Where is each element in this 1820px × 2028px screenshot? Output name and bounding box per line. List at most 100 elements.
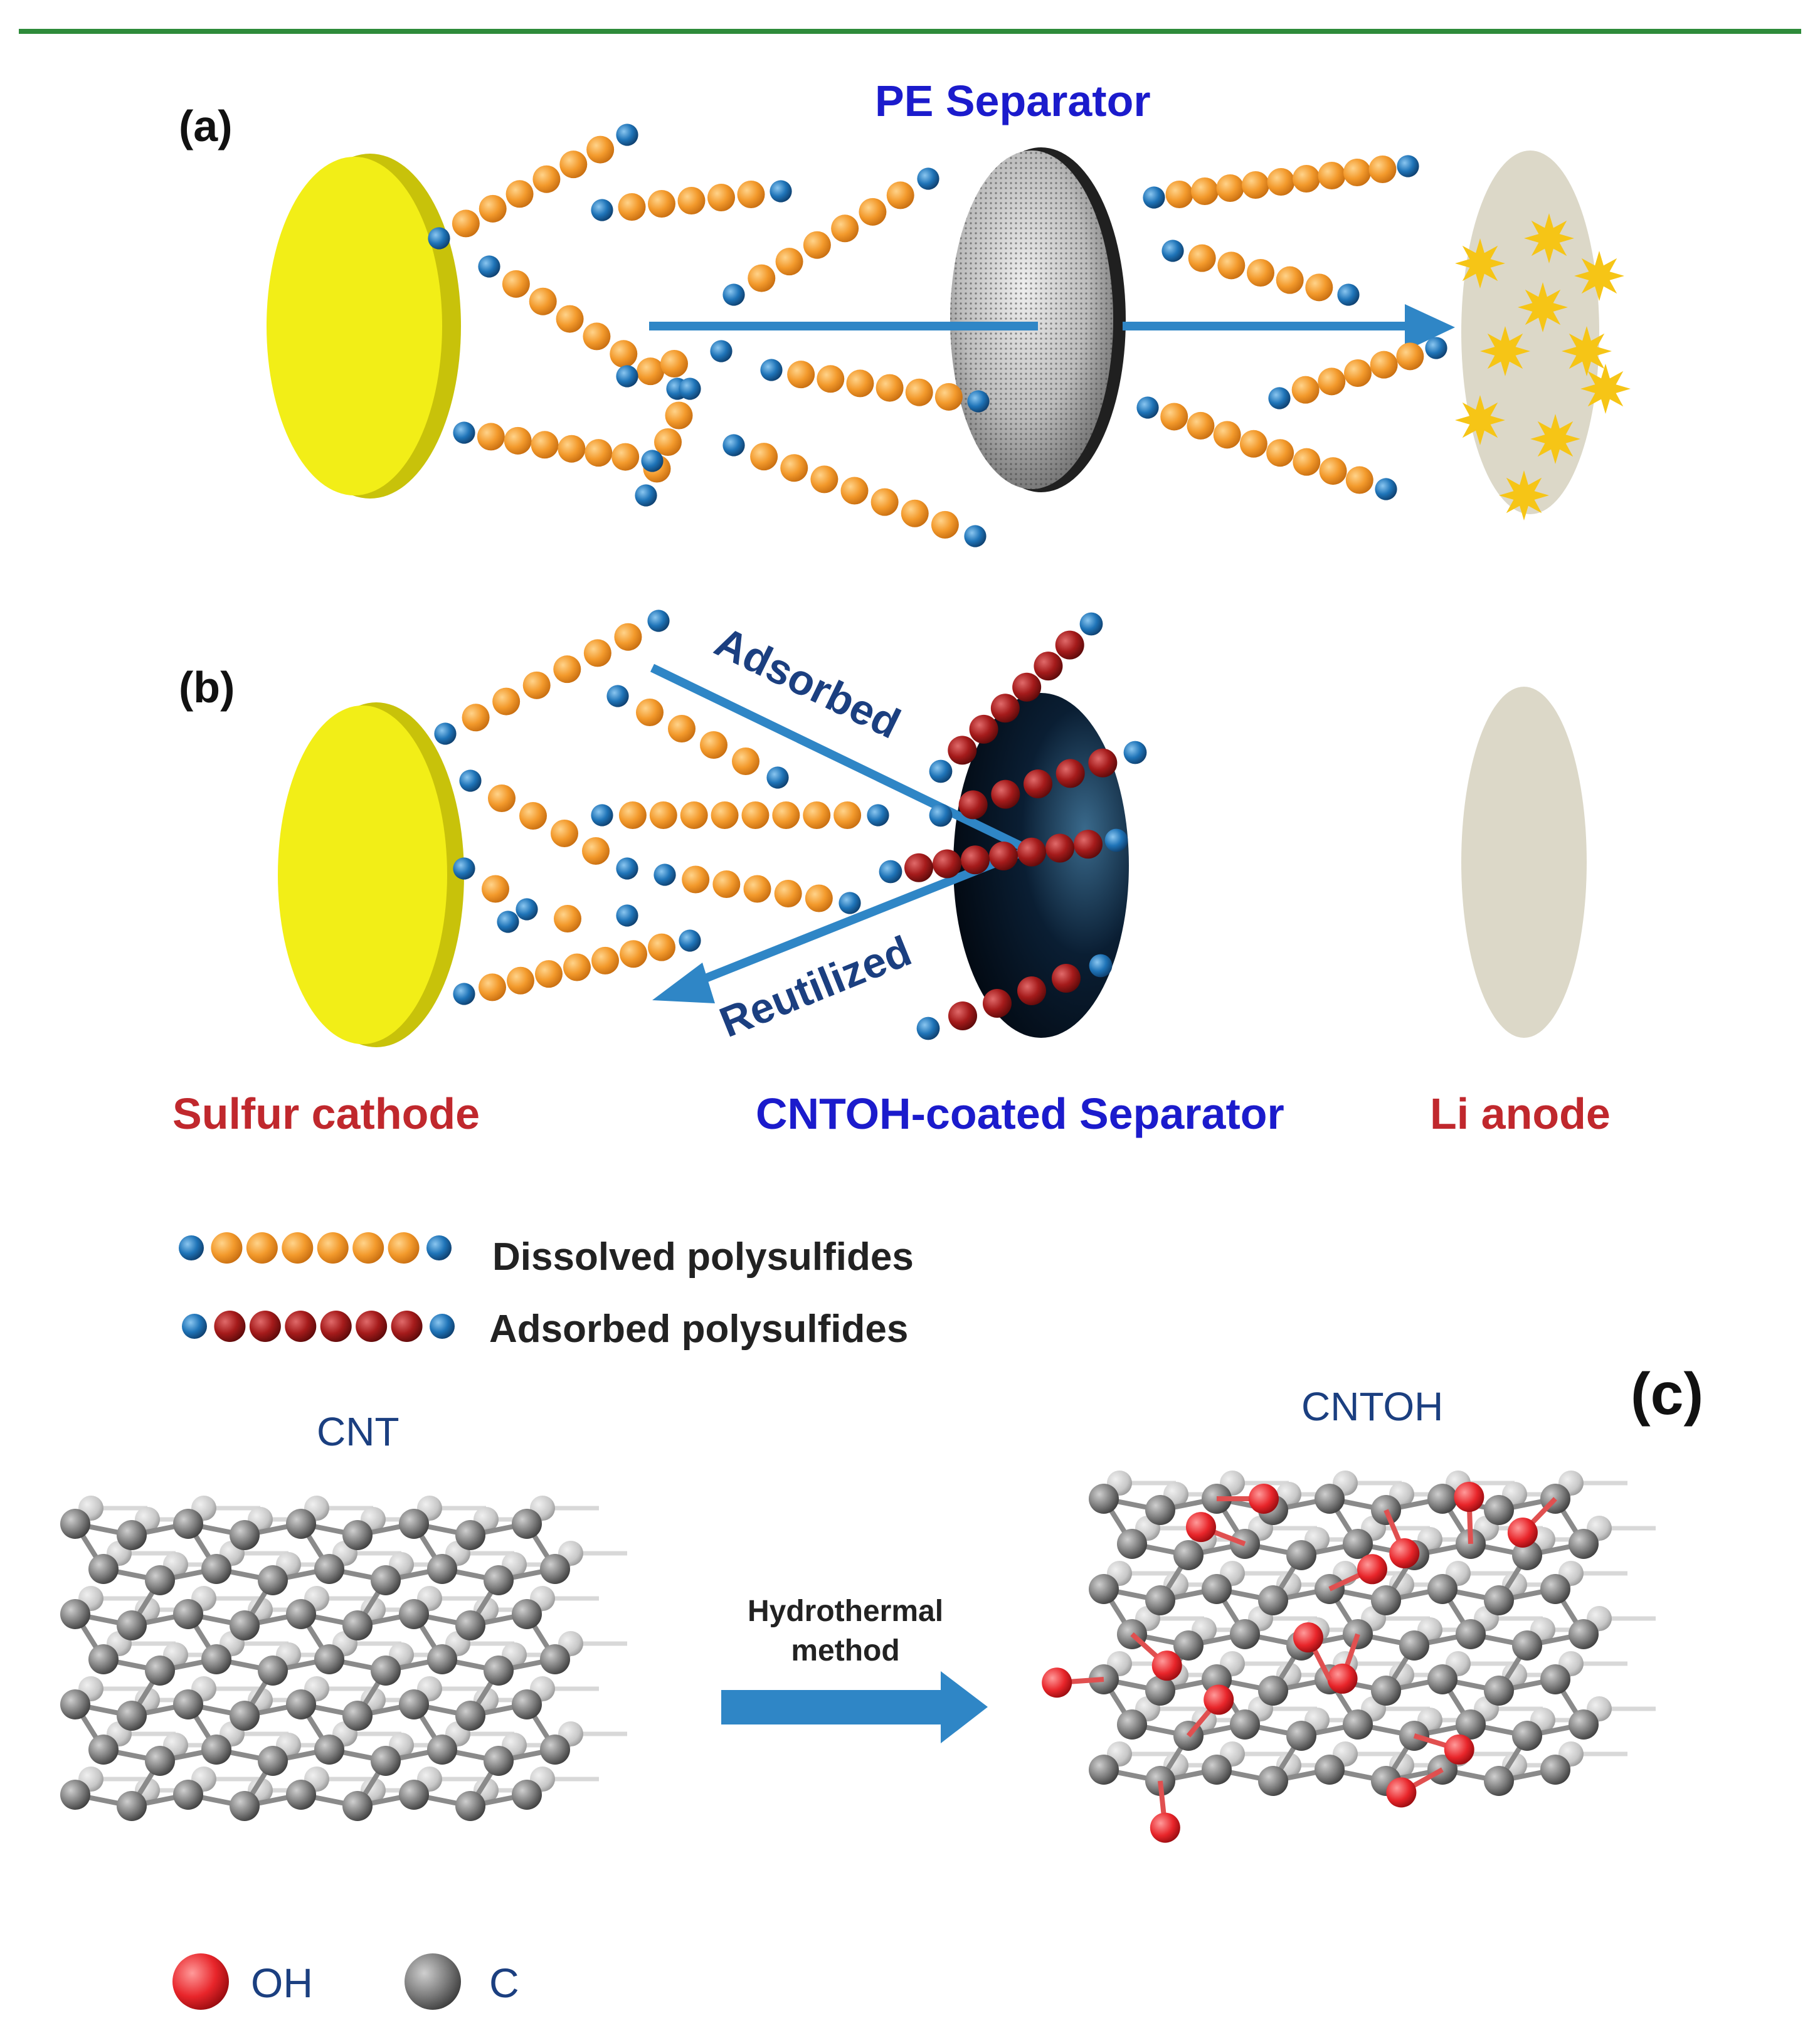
blue-end-bead	[760, 359, 783, 381]
red-bead	[249, 1311, 281, 1342]
carbon-atom	[1427, 1574, 1458, 1604]
orange-bead	[482, 875, 509, 903]
lithium-dendrite	[1499, 470, 1549, 520]
polysulfide-chains-a	[428, 124, 1447, 547]
orange-bead	[737, 181, 765, 208]
orange-bead	[246, 1232, 278, 1264]
orange-bead	[831, 214, 859, 243]
orange-bead	[1370, 351, 1398, 379]
blue-end-bead	[964, 525, 987, 547]
oh-atom	[1042, 1667, 1072, 1698]
carbon-atom	[145, 1565, 175, 1595]
sulfur-cathode-a	[267, 154, 461, 499]
orange-bead	[743, 875, 771, 903]
carbon-atom	[173, 1509, 203, 1539]
red-bead	[320, 1311, 352, 1342]
carbon-atom	[1484, 1585, 1514, 1615]
dissolved-polysulfide-chain	[428, 124, 638, 250]
red-bead	[1045, 833, 1074, 863]
blue-end-bead	[459, 769, 482, 792]
blue-end-bead	[1104, 828, 1128, 852]
blue-end-bead	[916, 1017, 940, 1040]
dissolved-polysulfide-chain	[497, 904, 638, 933]
shuttle-arrowhead	[1405, 304, 1455, 351]
orange-bead	[507, 966, 534, 995]
orange-bead	[583, 322, 611, 351]
orange-bead	[1345, 466, 1373, 494]
carbon-atom	[1343, 1709, 1373, 1740]
orange-bead	[558, 435, 586, 463]
orange-bead	[1318, 162, 1346, 189]
carbon-atom	[1427, 1664, 1458, 1694]
carbon-atom	[1427, 1484, 1458, 1514]
blue-end-bead	[516, 898, 538, 921]
carbon-atom	[512, 1689, 542, 1719]
red-bead	[948, 736, 977, 765]
carbon-atom	[342, 1791, 373, 1821]
cntoh-label: CNTOH	[1301, 1384, 1443, 1429]
orange-bead	[668, 715, 696, 742]
orange-bead	[1396, 342, 1424, 371]
oh-atom	[1249, 1484, 1279, 1514]
blue-end-bead	[647, 610, 670, 632]
blue-end-bead	[722, 283, 745, 306]
carbon-atom	[455, 1520, 485, 1550]
blue-end-bead	[641, 450, 664, 472]
dissolved-polysulfide-chain	[453, 857, 538, 921]
red-bead	[990, 694, 1020, 723]
orange-bead	[591, 946, 619, 974]
carbon-atom	[1512, 1721, 1542, 1751]
carbon-atom	[230, 1610, 260, 1640]
carbon-atom	[1230, 1619, 1260, 1649]
orange-bead	[529, 287, 557, 315]
carbon-atom	[1117, 1529, 1147, 1559]
orange-bead	[833, 801, 862, 829]
orange-bead	[519, 802, 547, 830]
blue-end-bead	[179, 1235, 204, 1260]
carbon-atom	[540, 1644, 570, 1674]
carbon-atom	[173, 1780, 203, 1810]
dissolved-polysulfide-chain	[453, 929, 701, 1005]
orange-bead	[563, 953, 591, 981]
panel-a-tag: (a)	[179, 102, 233, 151]
red-bead	[933, 849, 961, 879]
orange-bead	[610, 340, 638, 368]
carbon-atom	[1117, 1709, 1147, 1740]
carbon-atom	[258, 1565, 288, 1595]
adsorbed-polysulfide-chain	[916, 954, 1113, 1040]
orange-bead	[586, 135, 615, 164]
carbon-atom	[1315, 1484, 1345, 1514]
orange-bead	[711, 801, 739, 829]
orange-bead	[1188, 244, 1216, 272]
orange-bead	[682, 865, 710, 894]
carbon-atom	[427, 1735, 457, 1765]
blue-end-bead	[478, 255, 500, 278]
dissolved-polysulfide-chain	[179, 1232, 452, 1264]
orange-bead	[1213, 421, 1241, 449]
blue-end-bead	[1337, 283, 1360, 306]
carbon-atom	[1202, 1574, 1232, 1604]
carbon-atom	[342, 1610, 373, 1640]
orange-bead	[805, 884, 833, 912]
carbon-atom	[1484, 1676, 1514, 1706]
carbon-atom	[60, 1689, 90, 1719]
carbon-atom	[230, 1701, 260, 1731]
carbon-atom	[371, 1656, 401, 1686]
blue-end-bead	[770, 180, 792, 203]
carbon-atom	[484, 1656, 514, 1686]
dissolved-polysulfide-chain	[616, 340, 733, 388]
carbon-atom	[1202, 1755, 1232, 1785]
carbon-atom	[1286, 1721, 1316, 1751]
orange-bead	[901, 499, 929, 527]
carbon-atom	[286, 1599, 316, 1629]
adsorbed-arrow	[650, 663, 1031, 854]
blue-end-bead	[766, 766, 789, 789]
carbon-atom	[455, 1701, 485, 1731]
blue-end-bead	[434, 722, 457, 745]
dissolved-polysulfide-chain	[453, 421, 664, 472]
oh-atom	[1444, 1734, 1474, 1765]
orange-bead	[492, 687, 521, 716]
orange-bead	[1247, 259, 1274, 287]
adsorbed-polysulfide-chain	[879, 828, 1128, 884]
orange-bead	[732, 747, 759, 775]
